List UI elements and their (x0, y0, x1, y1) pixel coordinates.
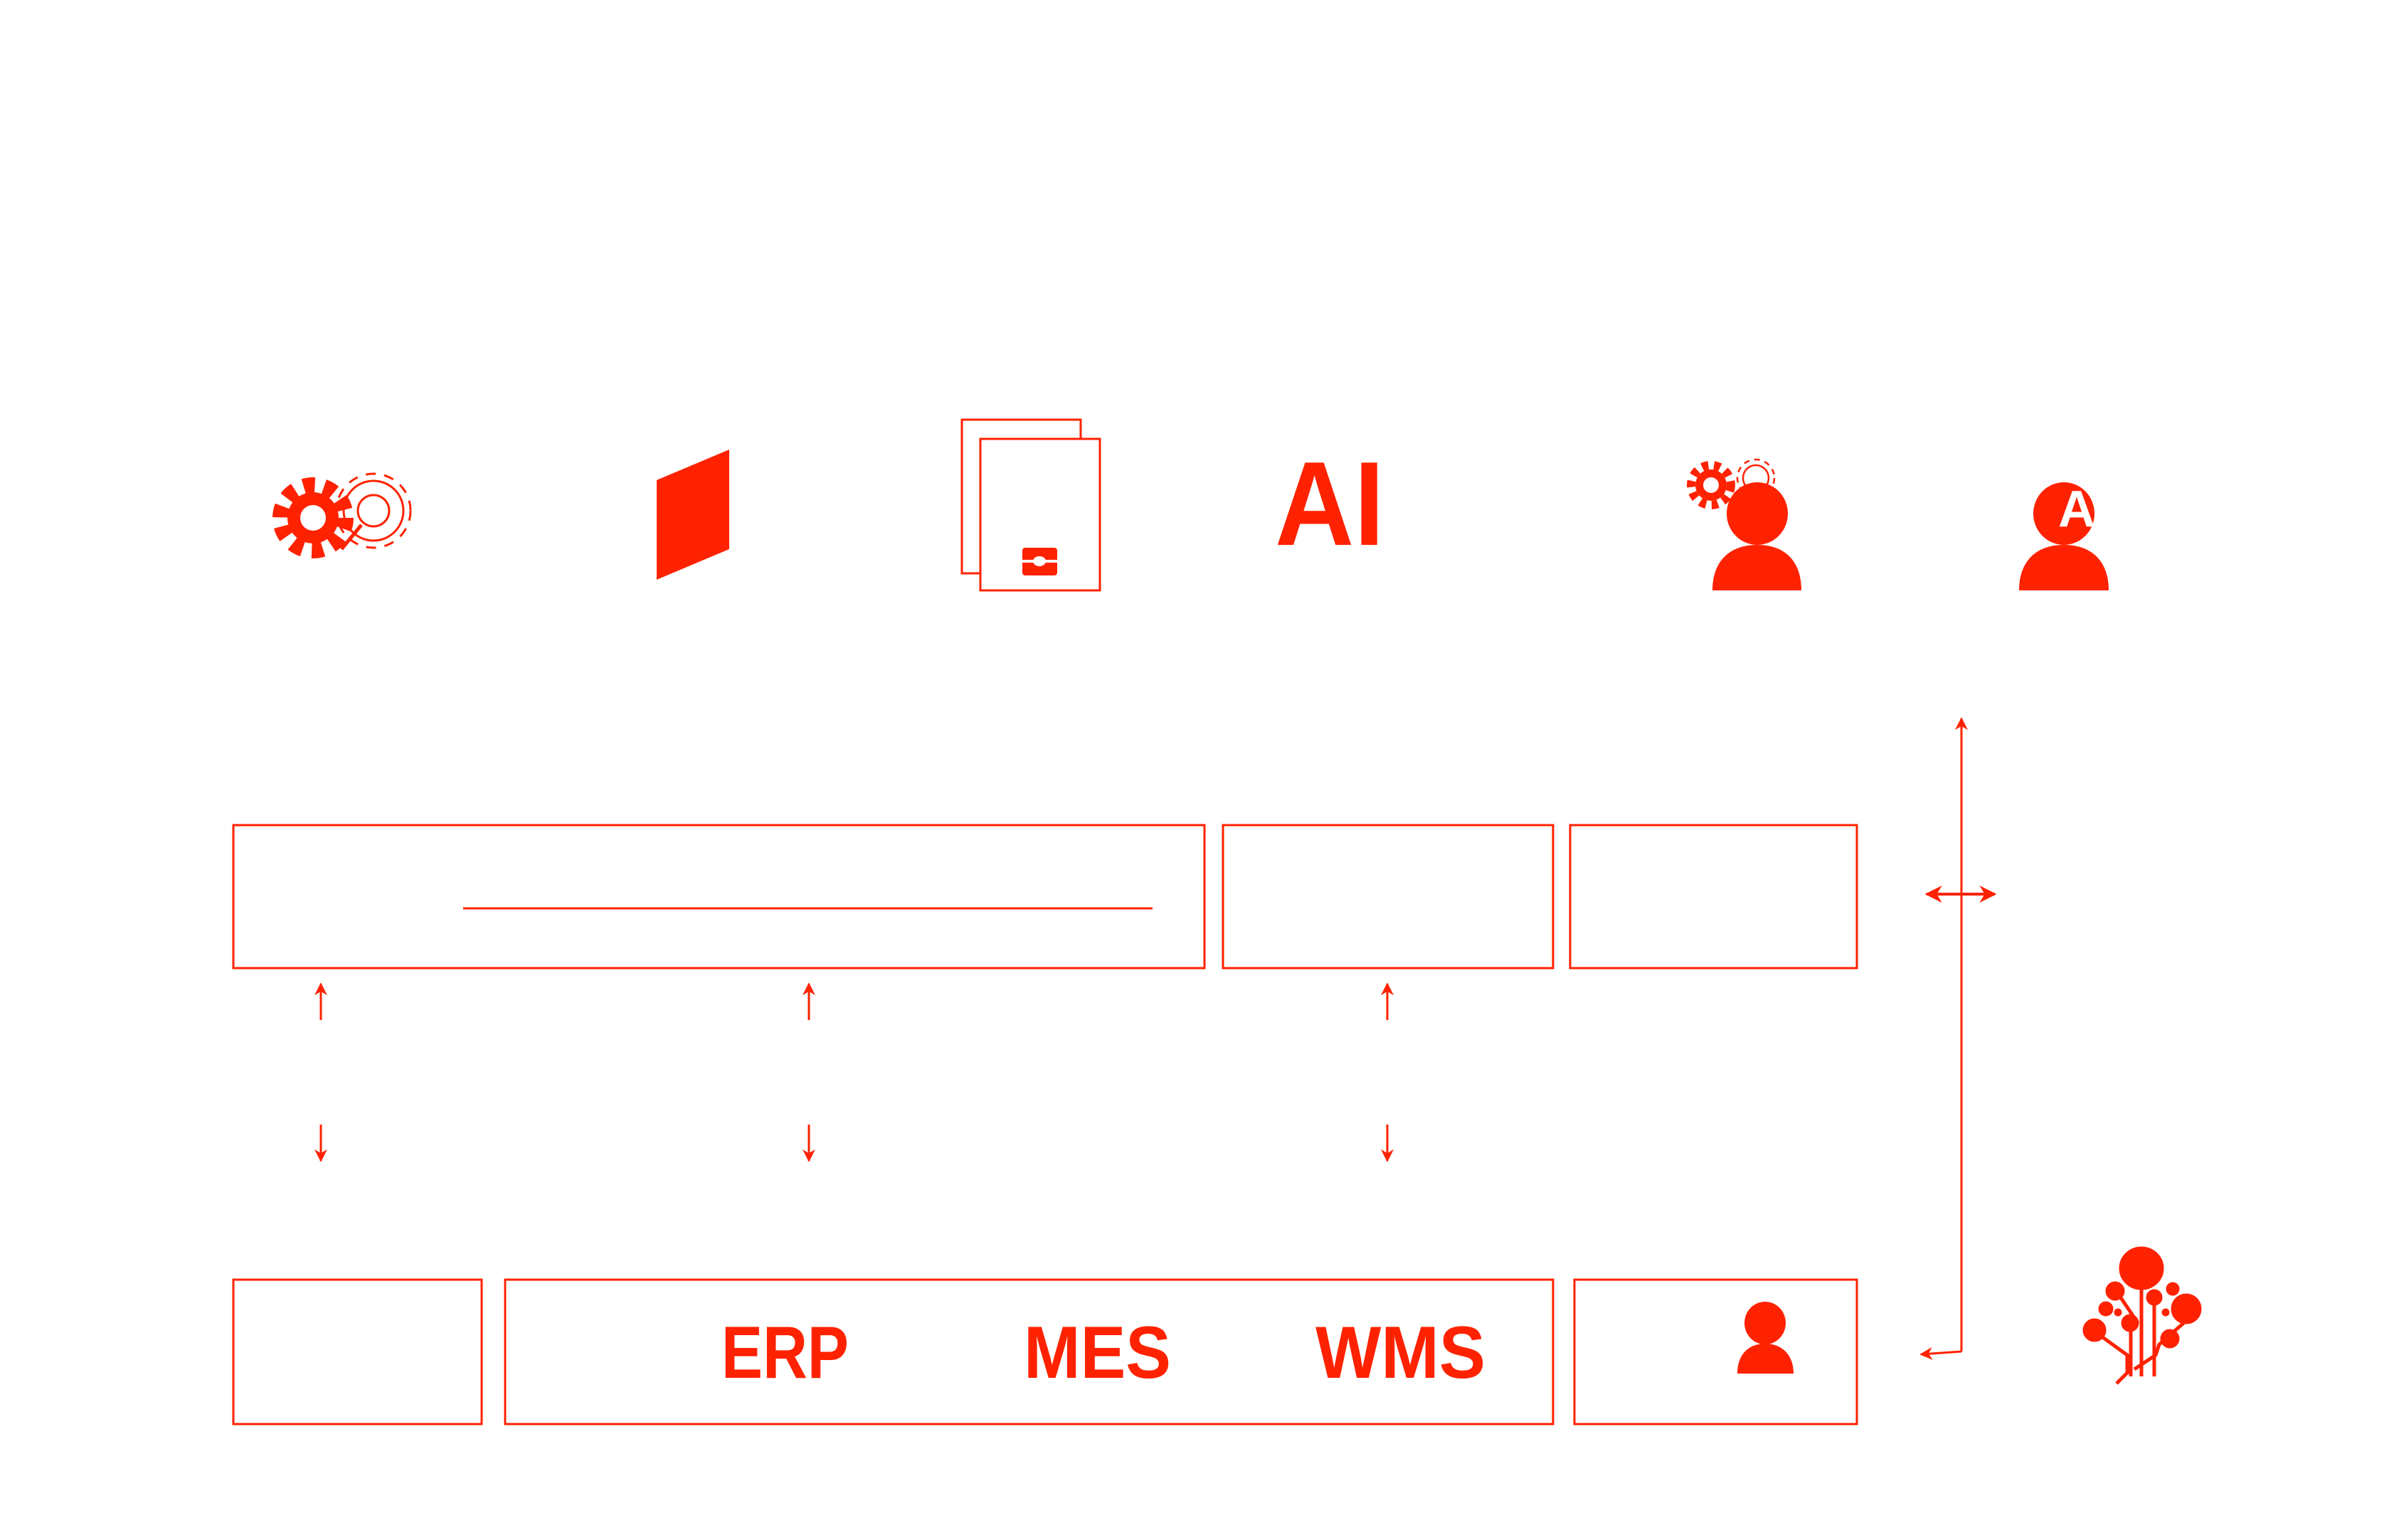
person-icon (1737, 1302, 1794, 1374)
tree-circuit-icon (2082, 1246, 2202, 1385)
bottom-box-people (1573, 1278, 1858, 1425)
top-box-right (1569, 824, 1858, 970)
bottom-box-systems (504, 1278, 1554, 1425)
mes-label: MES (1024, 1312, 1171, 1394)
parallelogram-icon (657, 450, 729, 580)
up-arrows (314, 982, 1394, 1020)
person-gears-icon (1687, 458, 1801, 590)
erp-label: ERP (721, 1312, 849, 1394)
top-box-main (232, 824, 1206, 970)
top-box-middle (1222, 824, 1554, 970)
wms-label: WMS (1315, 1312, 1485, 1394)
documents-icon (960, 418, 1101, 592)
person-ai-icon: A (2019, 481, 2109, 590)
down-arrows (314, 1125, 1394, 1162)
gears-icon (272, 472, 412, 558)
ai-icon: AI (1275, 437, 1384, 570)
svg-text:A: A (2058, 481, 2095, 538)
bottom-box-left (232, 1278, 483, 1425)
right-connector-arrow (1919, 717, 1997, 1360)
